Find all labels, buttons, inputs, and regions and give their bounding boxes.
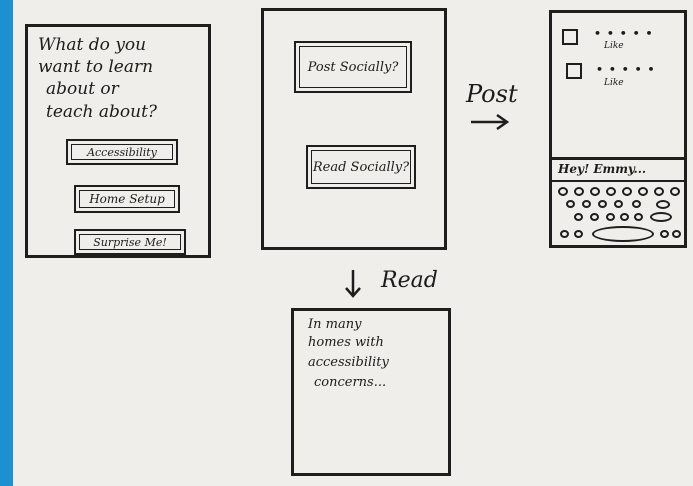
key-23[interactable] bbox=[672, 230, 681, 238]
key-5[interactable] bbox=[622, 187, 632, 196]
key-10[interactable] bbox=[582, 200, 591, 208]
post-text-placeholder-2: • • • • • bbox=[596, 63, 656, 76]
key-13[interactable] bbox=[632, 200, 641, 208]
key-11[interactable] bbox=[598, 200, 607, 208]
key-4[interactable] bbox=[606, 187, 616, 196]
space-bar[interactable] bbox=[592, 226, 654, 242]
right-arrow-icon bbox=[471, 113, 510, 131]
surprise-me-option-button[interactable]: Surprise Me! bbox=[74, 229, 186, 255]
read-socially-button[interactable]: Read Socially? bbox=[306, 145, 416, 189]
key-7[interactable] bbox=[654, 187, 664, 196]
keyboard-input-text[interactable]: Hey! Emmy... bbox=[558, 162, 647, 176]
topic-question-line-2: want to learn bbox=[38, 57, 154, 77]
article-line-4: concerns... bbox=[314, 375, 387, 390]
key-21[interactable] bbox=[574, 230, 583, 238]
topic-question-line-4: teach about? bbox=[46, 102, 158, 122]
accessibility-option-button[interactable]: Accessibility bbox=[66, 139, 178, 165]
shift-key[interactable] bbox=[650, 212, 672, 222]
like-label-1[interactable]: Like bbox=[604, 41, 624, 51]
key-1[interactable] bbox=[558, 187, 568, 196]
avatar-placeholder-1 bbox=[562, 29, 578, 45]
article-line-3: accessibility bbox=[308, 355, 389, 370]
paper-sketch-background: What do you want to learn about or teach… bbox=[13, 0, 693, 486]
article-line-2: homes with bbox=[308, 335, 384, 350]
key-22[interactable] bbox=[660, 230, 669, 238]
avatar-placeholder-2 bbox=[566, 63, 582, 79]
key-9[interactable] bbox=[566, 200, 575, 208]
key-20[interactable] bbox=[560, 230, 569, 238]
keyboard-divider bbox=[552, 180, 684, 182]
social-feed-screen: • • • • • Like • • • • • Like Hey! Emmy.… bbox=[549, 10, 687, 248]
down-arrow-icon bbox=[345, 270, 361, 298]
article-screen: In many homes with accessibility concern… bbox=[291, 308, 451, 476]
key-3[interactable] bbox=[590, 187, 600, 196]
key-19[interactable] bbox=[634, 213, 643, 221]
keyboard-area: Hey! Emmy... bbox=[552, 157, 684, 248]
topic-screen: What do you want to learn about or teach… bbox=[25, 24, 211, 258]
key-16[interactable] bbox=[590, 213, 599, 221]
key-6[interactable] bbox=[638, 187, 648, 196]
post-socially-button[interactable]: Post Socially? bbox=[294, 41, 412, 93]
topic-question-line-3: about or bbox=[46, 79, 119, 99]
like-label-2[interactable]: Like bbox=[604, 78, 624, 88]
key-12[interactable] bbox=[614, 200, 623, 208]
read-arrow-label: Read bbox=[381, 268, 438, 293]
key-18[interactable] bbox=[620, 213, 629, 221]
article-line-1: In many bbox=[308, 317, 362, 332]
home-setup-option-button[interactable]: Home Setup bbox=[74, 185, 180, 213]
post-arrow-label: Post bbox=[466, 80, 518, 108]
key-8[interactable] bbox=[670, 187, 680, 196]
key-14[interactable] bbox=[656, 200, 670, 209]
key-17[interactable] bbox=[606, 213, 615, 221]
post-text-placeholder-1: • • • • • bbox=[594, 27, 654, 40]
social-choice-screen: Post Socially? Read Socially? bbox=[261, 8, 447, 250]
topic-question-line-1: What do you bbox=[38, 35, 147, 55]
key-15[interactable] bbox=[574, 213, 583, 221]
key-2[interactable] bbox=[574, 187, 584, 196]
